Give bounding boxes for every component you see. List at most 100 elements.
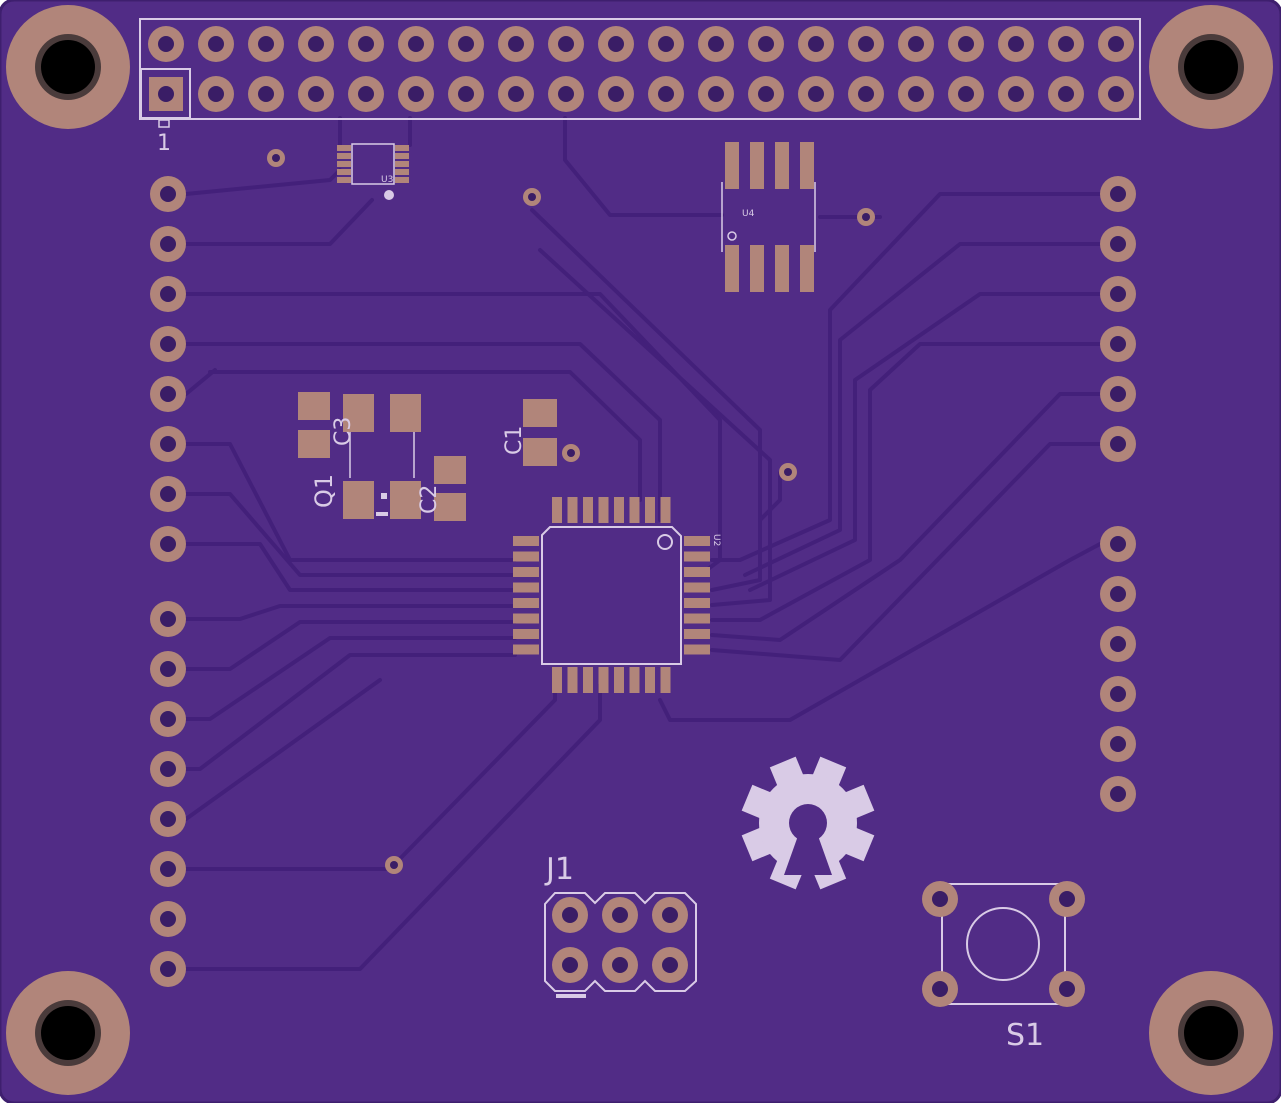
trace xyxy=(758,471,782,522)
s1-reset-button[interactable]: S1 xyxy=(922,881,1085,1053)
header-pin xyxy=(998,76,1034,112)
header-pin xyxy=(248,76,284,112)
j1-outline xyxy=(544,892,697,992)
u2-pad xyxy=(552,497,562,523)
u2-pad xyxy=(684,536,710,546)
header-pin xyxy=(348,76,384,112)
header-pin xyxy=(698,26,734,62)
header-pin xyxy=(948,26,984,62)
header-pin xyxy=(498,26,534,62)
mounting-hole-icon xyxy=(1149,5,1273,129)
header-pin xyxy=(848,26,884,62)
left-pin-row xyxy=(150,176,186,987)
u4-label: U4 xyxy=(742,209,755,219)
left-pin xyxy=(150,651,186,687)
via xyxy=(385,856,403,874)
right-pin xyxy=(1100,376,1136,412)
u3-pad xyxy=(337,145,351,151)
trace xyxy=(184,678,382,821)
left-pin xyxy=(150,751,186,787)
u2-pad xyxy=(645,497,655,523)
u2-pad xyxy=(513,536,539,546)
trace xyxy=(184,368,217,396)
right-pin xyxy=(1100,326,1136,362)
u4-chip: U4 xyxy=(721,142,816,292)
u2-pad xyxy=(660,667,671,693)
left-pin xyxy=(150,426,186,462)
left-pin xyxy=(150,326,186,362)
u2-pad xyxy=(513,551,539,562)
trace xyxy=(184,620,517,671)
u2-microcontroller: U2 xyxy=(513,497,721,693)
u3-pad xyxy=(395,161,409,167)
trace xyxy=(530,208,762,592)
right-pin xyxy=(1100,676,1136,712)
left-pin xyxy=(150,226,186,262)
via xyxy=(523,188,541,206)
via xyxy=(779,463,797,481)
j1-pin xyxy=(552,897,588,933)
s1-actuator[interactable] xyxy=(966,907,1040,981)
right-pin xyxy=(1100,726,1136,762)
c2-pad-1 xyxy=(434,456,466,484)
q1-pad-2 xyxy=(390,394,421,432)
u2-pin1-dot xyxy=(657,534,673,550)
trace xyxy=(710,342,1102,622)
header-pin xyxy=(898,76,934,112)
header-pin xyxy=(748,76,784,112)
c3-label: C3 xyxy=(331,417,356,446)
c3-pad-2 xyxy=(298,430,330,458)
pin1-tick xyxy=(158,119,170,128)
j1-icsp-header: J1 xyxy=(544,852,697,998)
u3-label: U3 xyxy=(381,175,393,185)
trace xyxy=(208,370,642,502)
header-pin xyxy=(948,76,984,112)
header-pin xyxy=(398,26,434,62)
s1-pin xyxy=(922,971,958,1007)
s1-label: S1 xyxy=(1006,1018,1044,1053)
right-pin xyxy=(1100,526,1136,562)
q1-pad-1 xyxy=(343,394,374,432)
u2-pad xyxy=(513,644,539,655)
j1-pin1-bar xyxy=(556,994,586,998)
u4-pad xyxy=(775,142,789,189)
mounting-hole-icon xyxy=(1149,971,1273,1095)
u3-pad xyxy=(337,169,351,175)
right-pin xyxy=(1100,576,1136,612)
header-pin xyxy=(598,26,634,62)
header-pin1-marker xyxy=(140,68,191,119)
u3-pad xyxy=(395,153,409,159)
trace xyxy=(184,492,517,577)
trace xyxy=(563,116,724,217)
trace xyxy=(184,542,517,592)
u2-pad xyxy=(513,629,539,639)
u2-pad xyxy=(614,667,624,693)
u2-pad xyxy=(660,497,671,523)
u2-pad xyxy=(513,598,539,608)
capacitor-c1: C1 xyxy=(502,399,557,466)
u2-label: U2 xyxy=(711,534,721,546)
left-pin xyxy=(150,476,186,512)
c1-pad-1 xyxy=(523,399,557,427)
u2-pad xyxy=(567,497,578,523)
s1-pin xyxy=(1049,971,1085,1007)
trace xyxy=(658,542,1102,722)
header-pin xyxy=(1098,26,1134,62)
header-pin xyxy=(998,26,1034,62)
j1-pin xyxy=(652,947,688,983)
u2-pad xyxy=(629,497,640,523)
u2-pad xyxy=(684,644,710,655)
q1-pin-marker-2 xyxy=(376,512,388,516)
right-pin-row xyxy=(1100,176,1136,812)
gpio-header: 1 xyxy=(139,18,1141,156)
header-pin xyxy=(798,76,834,112)
mounting-hole-icon xyxy=(6,971,130,1095)
trace xyxy=(743,242,1102,577)
header-pin1-label: 1 xyxy=(157,131,171,156)
u3-pad xyxy=(395,145,409,151)
u2-pad xyxy=(583,667,593,693)
u3-pad xyxy=(395,169,409,175)
u2-pad xyxy=(513,582,539,593)
u2-pad xyxy=(645,667,655,693)
header-pin xyxy=(298,26,334,62)
